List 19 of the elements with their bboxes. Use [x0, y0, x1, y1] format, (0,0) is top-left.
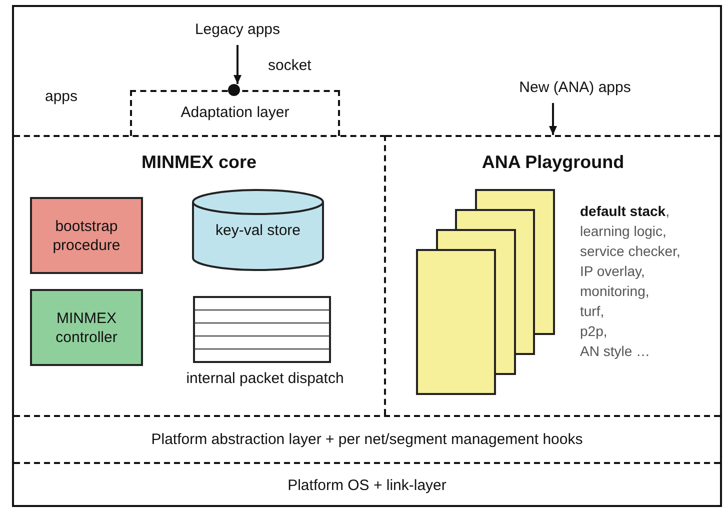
- component-box: MINMEX controller: [30, 289, 143, 366]
- stack-sheet: [416, 249, 496, 395]
- arrow: [234, 45, 242, 84]
- region-title: ANA Playground: [480, 152, 626, 173]
- apps-label: apps: [45, 88, 78, 105]
- adaptation-layer-box: [130, 90, 340, 136]
- dispatch-label: internal packet dispatch: [185, 370, 345, 387]
- socket-label: socket: [268, 57, 312, 74]
- app-label: Legacy apps: [180, 18, 295, 42]
- arrow: [549, 103, 557, 135]
- region-panel: [14, 135, 386, 415]
- socket-dot: [228, 84, 240, 96]
- stack-list: default stack, learning logic, service checker, IP overlay, monitoring, turf, p2p, AN style …: [580, 201, 680, 361]
- layer-band: Platform abstraction layer + per net/segment management hooks: [14, 415, 720, 462]
- region-title: MINMEX core: [140, 152, 258, 173]
- component-box: bootstrap procedure: [30, 197, 143, 274]
- layer-band: Platform OS + link-layer: [14, 462, 720, 506]
- app-label: New (ANA) apps: [510, 76, 640, 100]
- layer-label: Adaptation layer: [180, 104, 290, 121]
